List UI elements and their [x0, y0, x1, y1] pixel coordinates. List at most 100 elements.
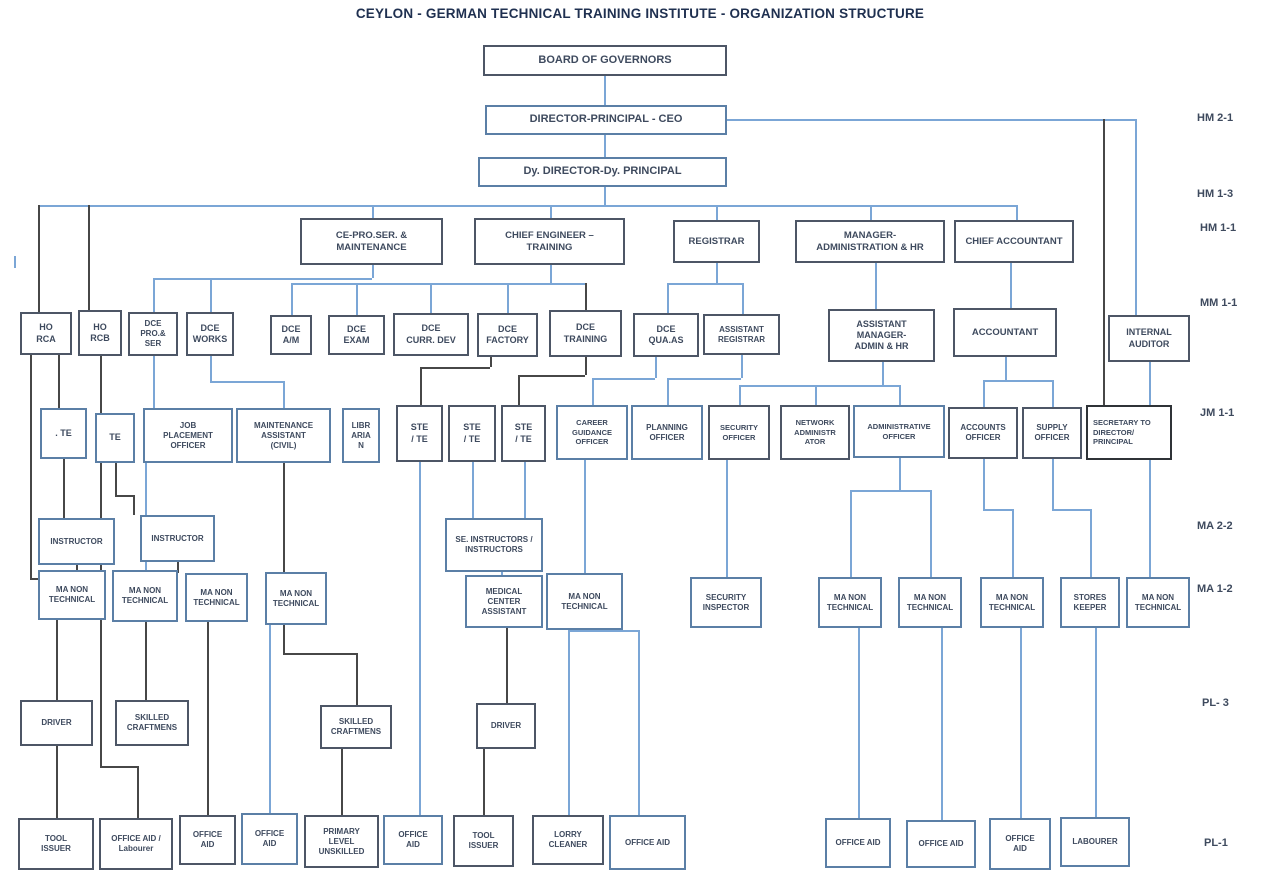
org-box-ho-rcb: HO RCB — [78, 310, 122, 356]
connector-line — [283, 653, 356, 655]
connector-line — [899, 385, 901, 405]
org-box-skilled-craftmens-2: SKILLED CRAFTMENS — [320, 705, 392, 749]
org-box-office-aid-2: OFFICE AID — [241, 813, 298, 865]
org-box-network-administrator: NETWORK ADMINISTR ATOR — [780, 405, 850, 460]
org-box-office-aid-4: OFFICE AID — [609, 815, 686, 870]
org-box-dce-qua-as: DCE QUA.AS — [633, 313, 699, 357]
connector-line — [568, 630, 570, 815]
connector-line — [1012, 509, 1014, 577]
connector-line — [153, 278, 155, 312]
org-box-office-aid-labourer: OFFICE AID / Labourer — [99, 818, 173, 870]
page-title: CEYLON - GERMAN TECHNICAL TRAINING INSTI… — [355, 6, 925, 21]
connector-line — [592, 378, 655, 380]
connector-line — [56, 746, 58, 818]
connector-line — [507, 283, 509, 313]
org-box-office-aid-3: OFFICE AID — [383, 815, 443, 865]
connector-line — [667, 378, 741, 380]
connector-line — [604, 187, 606, 205]
org-box-dce-exam: DCE EXAM — [328, 315, 385, 355]
connector-line — [1010, 263, 1012, 308]
connector-line — [741, 355, 743, 378]
org-box-ste-te-3: STE / TE — [501, 405, 546, 462]
org-box-dce-pro-ser: DCE PRO.& SER — [128, 312, 178, 356]
org-box-primary-level-unskilled: PRIMARY LEVEL UNSKILLED — [304, 815, 379, 868]
connector-line — [667, 378, 669, 405]
connector-line — [983, 459, 985, 509]
org-box-skilled-craftmens-1: SKILLED CRAFTMENS — [115, 700, 189, 746]
connector-line — [153, 278, 372, 280]
org-box-ma-non-technical-2: MA NON TECHNICAL — [112, 570, 178, 622]
connector-line — [210, 278, 212, 312]
org-box-chief-engineer-training: CHIEF ENGINEER – TRAINING — [474, 218, 625, 265]
connector-line — [100, 766, 137, 768]
connector-line — [38, 205, 40, 312]
connector-line — [177, 562, 179, 573]
org-box-stores-keeper: STORES KEEPER — [1060, 577, 1120, 628]
org-box-driver-1: DRIVER — [20, 700, 93, 746]
connector-line — [207, 622, 209, 815]
connector-line — [137, 766, 139, 818]
org-box-office-aid-1: OFFICE AID — [179, 815, 236, 865]
connector-line — [604, 76, 606, 105]
connector-line — [133, 495, 135, 515]
connector-line — [356, 283, 358, 315]
org-box-manager-administration-hr: MANAGER- ADMINISTRATION & HR — [795, 220, 945, 263]
org-box-planning-officer: PLANNING OFFICER — [631, 405, 703, 460]
connector-line — [490, 357, 492, 367]
org-box-office-aid-7: OFFICE AID — [989, 818, 1051, 870]
connector-line — [1149, 362, 1151, 577]
org-box-labourer: LABOURER — [1060, 817, 1130, 867]
connector-line — [568, 630, 638, 632]
connector-line — [727, 119, 1135, 121]
connector-line — [430, 283, 432, 313]
org-box-instructor-1: INSTRUCTOR — [38, 518, 115, 565]
org-box-tool-issuer-1: TOOL ISSUER — [18, 818, 94, 870]
org-box-ma-non-technical-8: MA NON TECHNICAL — [980, 577, 1044, 628]
connector-line — [483, 749, 485, 815]
connector-line — [882, 362, 884, 385]
connector-line — [585, 357, 587, 375]
connector-line — [501, 572, 503, 575]
connector-line — [850, 490, 930, 492]
org-box-ste-te-1: STE / TE — [396, 405, 443, 462]
connector-line — [269, 625, 271, 813]
connector-line — [30, 578, 38, 580]
org-box-ma-non-technical-9: MA NON TECHNICAL — [1126, 577, 1190, 628]
org-box-ma-non-technical-7: MA NON TECHNICAL — [898, 577, 962, 628]
connector-line — [655, 357, 657, 378]
connector-line — [63, 459, 65, 518]
org-box-se-instructors: SE. INSTRUCTORS / INSTRUCTORS — [445, 518, 543, 572]
grade-label-pl3: PL- 3 — [1202, 697, 1229, 709]
connector-line — [372, 205, 374, 218]
connector-line — [815, 385, 817, 405]
connector-line — [550, 265, 552, 283]
connector-line — [420, 367, 490, 369]
connector-line — [58, 355, 60, 408]
connector-line — [858, 628, 860, 818]
connector-line — [76, 565, 78, 570]
grade-label-ma22: MA 2-2 — [1197, 520, 1233, 532]
org-box-ma-non-technical-3: MA NON TECHNICAL — [185, 573, 248, 622]
connector-line — [518, 375, 585, 377]
connector-line — [56, 620, 58, 700]
org-box-assistant-registrar: ASSISTANT REGISTRAR — [703, 314, 780, 355]
connector-line — [291, 283, 585, 285]
connector-line — [88, 205, 90, 310]
org-box-ma-non-technical-1: MA NON TECHNICAL — [38, 570, 106, 620]
org-box-te-2: TE — [95, 413, 135, 463]
org-box-security-officer: SECURITY OFFICER — [708, 405, 770, 460]
grade-label-hm11: HM 1-1 — [1200, 222, 1237, 234]
connector-line — [870, 205, 872, 220]
connector-line — [983, 380, 1052, 382]
org-box-dce-works: DCE WORKS — [186, 312, 234, 356]
connector-line — [420, 367, 422, 405]
connector-line — [1052, 380, 1054, 407]
org-box-office-aid-6: OFFICE AID — [906, 820, 976, 868]
connector-line — [585, 283, 587, 310]
org-box-career-guidance-officer: CAREER GUIDANCE OFFICER — [556, 405, 628, 460]
connector-line — [1095, 628, 1097, 817]
connector-line — [739, 385, 741, 405]
org-box-ste-te-2: STE / TE — [448, 405, 496, 462]
connector-line — [210, 356, 212, 381]
org-box-dce-factory: DCE FACTORY — [477, 313, 538, 357]
